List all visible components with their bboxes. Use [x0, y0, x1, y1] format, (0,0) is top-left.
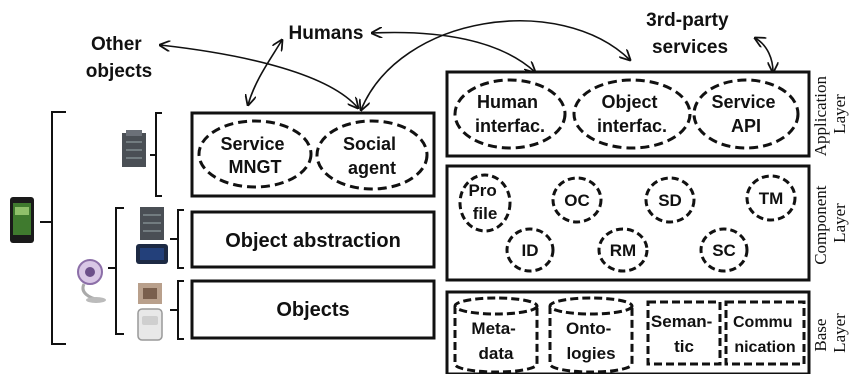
service-api-label: Service API — [711, 92, 780, 136]
devices-bracket — [108, 207, 124, 335]
social-agent-label: Social agent — [343, 134, 401, 178]
server-icon — [122, 130, 146, 167]
human-interface-node — [453, 78, 567, 150]
profile-node — [458, 173, 512, 233]
sd-node — [644, 176, 696, 224]
object-abstraction-box — [190, 210, 436, 269]
communication-label: Commu nication — [733, 314, 797, 356]
object-abstraction-label: Object abstraction — [225, 230, 401, 252]
tm-node — [745, 174, 797, 222]
objects-label: Objects — [276, 299, 349, 321]
abstraction-bracket — [170, 209, 184, 269]
service-api-node — [692, 78, 800, 150]
application-layer-label: Application Layer — [811, 72, 849, 157]
ontologies-label: Onto- logies — [566, 319, 616, 363]
server-icon — [140, 207, 164, 240]
arrow-social-agent-to-3rd-party — [361, 20, 630, 110]
rm-node — [597, 227, 649, 273]
outer-bracket — [40, 111, 66, 345]
objects-box — [190, 279, 436, 340]
service-mngt-label: Service MNGT — [220, 134, 289, 177]
oc-label: OC — [564, 191, 590, 210]
tm-label: TM — [759, 189, 784, 208]
server-bracket — [150, 112, 162, 197]
metadata-label: Meta- data — [471, 319, 520, 363]
arrow-humans-to-service-mngt — [248, 40, 282, 105]
application-layer-box — [445, 70, 811, 158]
ontologies-store — [548, 296, 634, 374]
gateway-icon — [136, 244, 168, 264]
base-layer-box — [445, 290, 811, 374]
profile-label: Pro file — [468, 181, 501, 223]
id-label: ID — [522, 241, 539, 260]
object-interface-label: Object interfac. — [597, 92, 667, 136]
sc-label: SC — [712, 241, 736, 260]
third-party-services-label: 3rd-party services — [646, 10, 734, 58]
webcam-icon — [77, 259, 106, 303]
component-layer-label: Component Layer — [811, 181, 849, 265]
human-interface-label: Human interfac. — [475, 92, 545, 136]
arrow-3rd-party-to-service-api — [755, 38, 773, 72]
sc-node — [699, 227, 749, 273]
semantic-module — [646, 300, 722, 366]
semantic-label: Seman- tic — [651, 312, 717, 356]
agents-box — [190, 111, 436, 198]
sd-label: SD — [658, 191, 682, 210]
id-node — [505, 227, 555, 273]
component-layer-box — [445, 164, 811, 282]
arrow-humans-to-human-interface — [372, 32, 535, 72]
humans-label: Humans — [289, 23, 364, 44]
service-mngt-node — [197, 119, 313, 189]
chip-icon — [138, 283, 162, 304]
objects-bracket — [170, 280, 184, 340]
object-interface-node — [572, 78, 692, 150]
oc-node — [551, 176, 603, 224]
other-objects-label: Other objects — [86, 34, 153, 82]
sensor-icon — [137, 308, 163, 341]
smartphone-icon — [10, 197, 34, 243]
social-agent-node — [315, 119, 429, 191]
base-layer-label: Base Layer — [811, 313, 849, 353]
communication-module — [724, 300, 806, 366]
rm-label: RM — [610, 241, 636, 260]
metadata-store — [453, 296, 539, 374]
